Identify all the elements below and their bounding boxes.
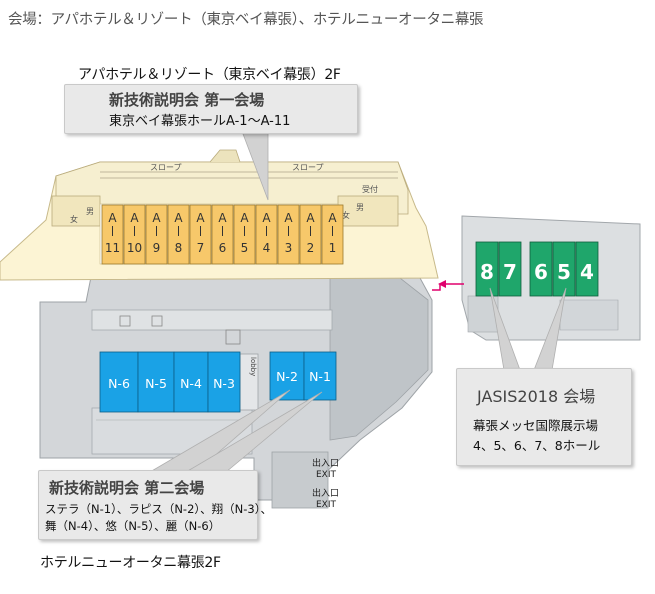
apa-callout: 新技術説明会 第一会場 東京ベイ幕張ホールA-1～A-11 <box>64 84 358 134</box>
svg-text:A: A <box>262 211 271 225</box>
hall-6 <box>529 241 553 297</box>
hall-7-label: 7 <box>503 260 517 284</box>
hall-4 <box>575 241 599 297</box>
room-n1-label: N-1 <box>309 369 331 384</box>
room-a7: A 7 <box>189 204 212 265</box>
svg-text:A: A <box>174 211 183 225</box>
svg-text:A: A <box>130 211 139 225</box>
room-a11: A 11 <box>101 204 124 265</box>
hall-7 <box>498 241 522 297</box>
apa-callout-sub: 東京ベイ幕張ホールA-1～A-11 <box>109 114 291 129</box>
svg-text:A: A <box>108 211 117 225</box>
jasis-callout-line2: 4、5、6、7、8ホール <box>473 438 601 453</box>
exit-jp-2: 出入口 <box>312 487 339 499</box>
exit-jp-1: 出入口 <box>312 457 339 469</box>
svg-text:10: 10 <box>127 241 142 255</box>
otani-callout-line2: 舞（N-4）、悠（N-5）、麗（N-6） <box>45 519 221 533</box>
restroom-women-label: 女 <box>70 214 78 224</box>
jasis-callout-title: JASIS2018 会場 <box>477 387 596 406</box>
svg-text:A: A <box>306 211 315 225</box>
apa-callout-title: 新技術説明会 第一会場 <box>109 91 265 109</box>
apa-rooms: A 11 A 10 A 9 A 8 A 7 <box>101 204 344 265</box>
room-n3-label: N-3 <box>213 376 235 391</box>
svg-text:2: 2 <box>307 241 315 255</box>
new-otani-rooms: N-6 N-5 N-4 N-3 N-2 N-1 <box>99 351 337 413</box>
svg-text:A: A <box>284 211 293 225</box>
room-a1: A 1 <box>321 204 344 265</box>
room-a3: A 3 <box>277 204 300 265</box>
otani-callout: 新技術説明会 第二会場 ステラ（N-1）、ラピス（N-2）、翔（N-3）、 舞（… <box>38 470 272 540</box>
room-n2-label: N-2 <box>276 369 298 384</box>
messe-halls: 8 7 6 5 4 <box>475 241 599 297</box>
hall-8-label: 8 <box>480 260 494 284</box>
svg-text:11: 11 <box>105 241 120 255</box>
restroom-men-label-right: 男 <box>356 203 364 212</box>
restroom-men-label: 男 <box>86 207 94 216</box>
svg-text:6: 6 <box>219 241 227 255</box>
room-n4 <box>173 351 209 413</box>
hall-8 <box>475 241 499 297</box>
apa-floor-label: アパホテル＆リゾート（東京ベイ幕張）2F <box>78 67 341 83</box>
svg-text:8: 8 <box>175 241 183 255</box>
lobby-label: lobby <box>249 357 257 376</box>
room-n3 <box>207 351 241 413</box>
room-n1 <box>303 351 337 401</box>
room-n5-label: N-5 <box>145 376 167 391</box>
svg-text:5: 5 <box>241 241 249 255</box>
room-n6 <box>99 351 139 413</box>
svg-text:1: 1 <box>329 241 337 255</box>
room-n4-label: N-4 <box>180 376 202 391</box>
svg-text:9: 9 <box>153 241 161 255</box>
page-title: 会場：アパホテル＆リゾート（東京ベイ幕張）、ホテルニューオータニ幕張 <box>8 12 484 28</box>
room-a6: A 6 <box>211 204 234 265</box>
room-n6-label: N-6 <box>108 376 130 391</box>
room-a5: A 5 <box>233 204 256 265</box>
otani-floor-label: ホテルニューオータニ幕張2F <box>40 555 221 571</box>
hall-5-label: 5 <box>557 260 571 284</box>
svg-text:A: A <box>328 211 337 225</box>
reception-label: 受付 <box>362 184 378 194</box>
slope-label-right: スロープ <box>292 163 324 172</box>
room-a2: A 2 <box>299 204 322 265</box>
svg-text:7: 7 <box>197 241 205 255</box>
restroom-women-label-right: 女 <box>342 210 350 220</box>
exit-en-1: EXIT <box>316 470 337 480</box>
walkway-arrow <box>432 280 464 291</box>
svg-text:A: A <box>152 211 161 225</box>
exit-en-2: EXIT <box>316 500 337 510</box>
svg-text:A: A <box>240 211 249 225</box>
otani-callout-line1: ステラ（N-1）、ラピス（N-2）、翔（N-3）、 <box>45 502 272 516</box>
svg-text:4: 4 <box>263 241 271 255</box>
room-a8: A 8 <box>167 204 190 265</box>
slope-label-left: スロープ <box>150 163 182 172</box>
room-a4: A 4 <box>255 204 278 265</box>
hall-4-label: 4 <box>580 260 594 284</box>
otani-callout-title: 新技術説明会 第二会場 <box>49 479 205 497</box>
hall-6-label: 6 <box>534 260 548 284</box>
svg-text:A: A <box>218 211 227 225</box>
room-a9: A 9 <box>145 204 168 265</box>
room-a10: A 10 <box>123 204 146 265</box>
jasis-callout-line1: 幕張メッセ国際展示場 <box>473 418 599 433</box>
svg-text:A: A <box>196 211 205 225</box>
svg-text:3: 3 <box>285 241 293 255</box>
jasis-callout: JASIS2018 会場 幕張メッセ国際展示場 4、5、6、7、8ホール <box>456 368 632 466</box>
room-n5 <box>137 351 175 413</box>
